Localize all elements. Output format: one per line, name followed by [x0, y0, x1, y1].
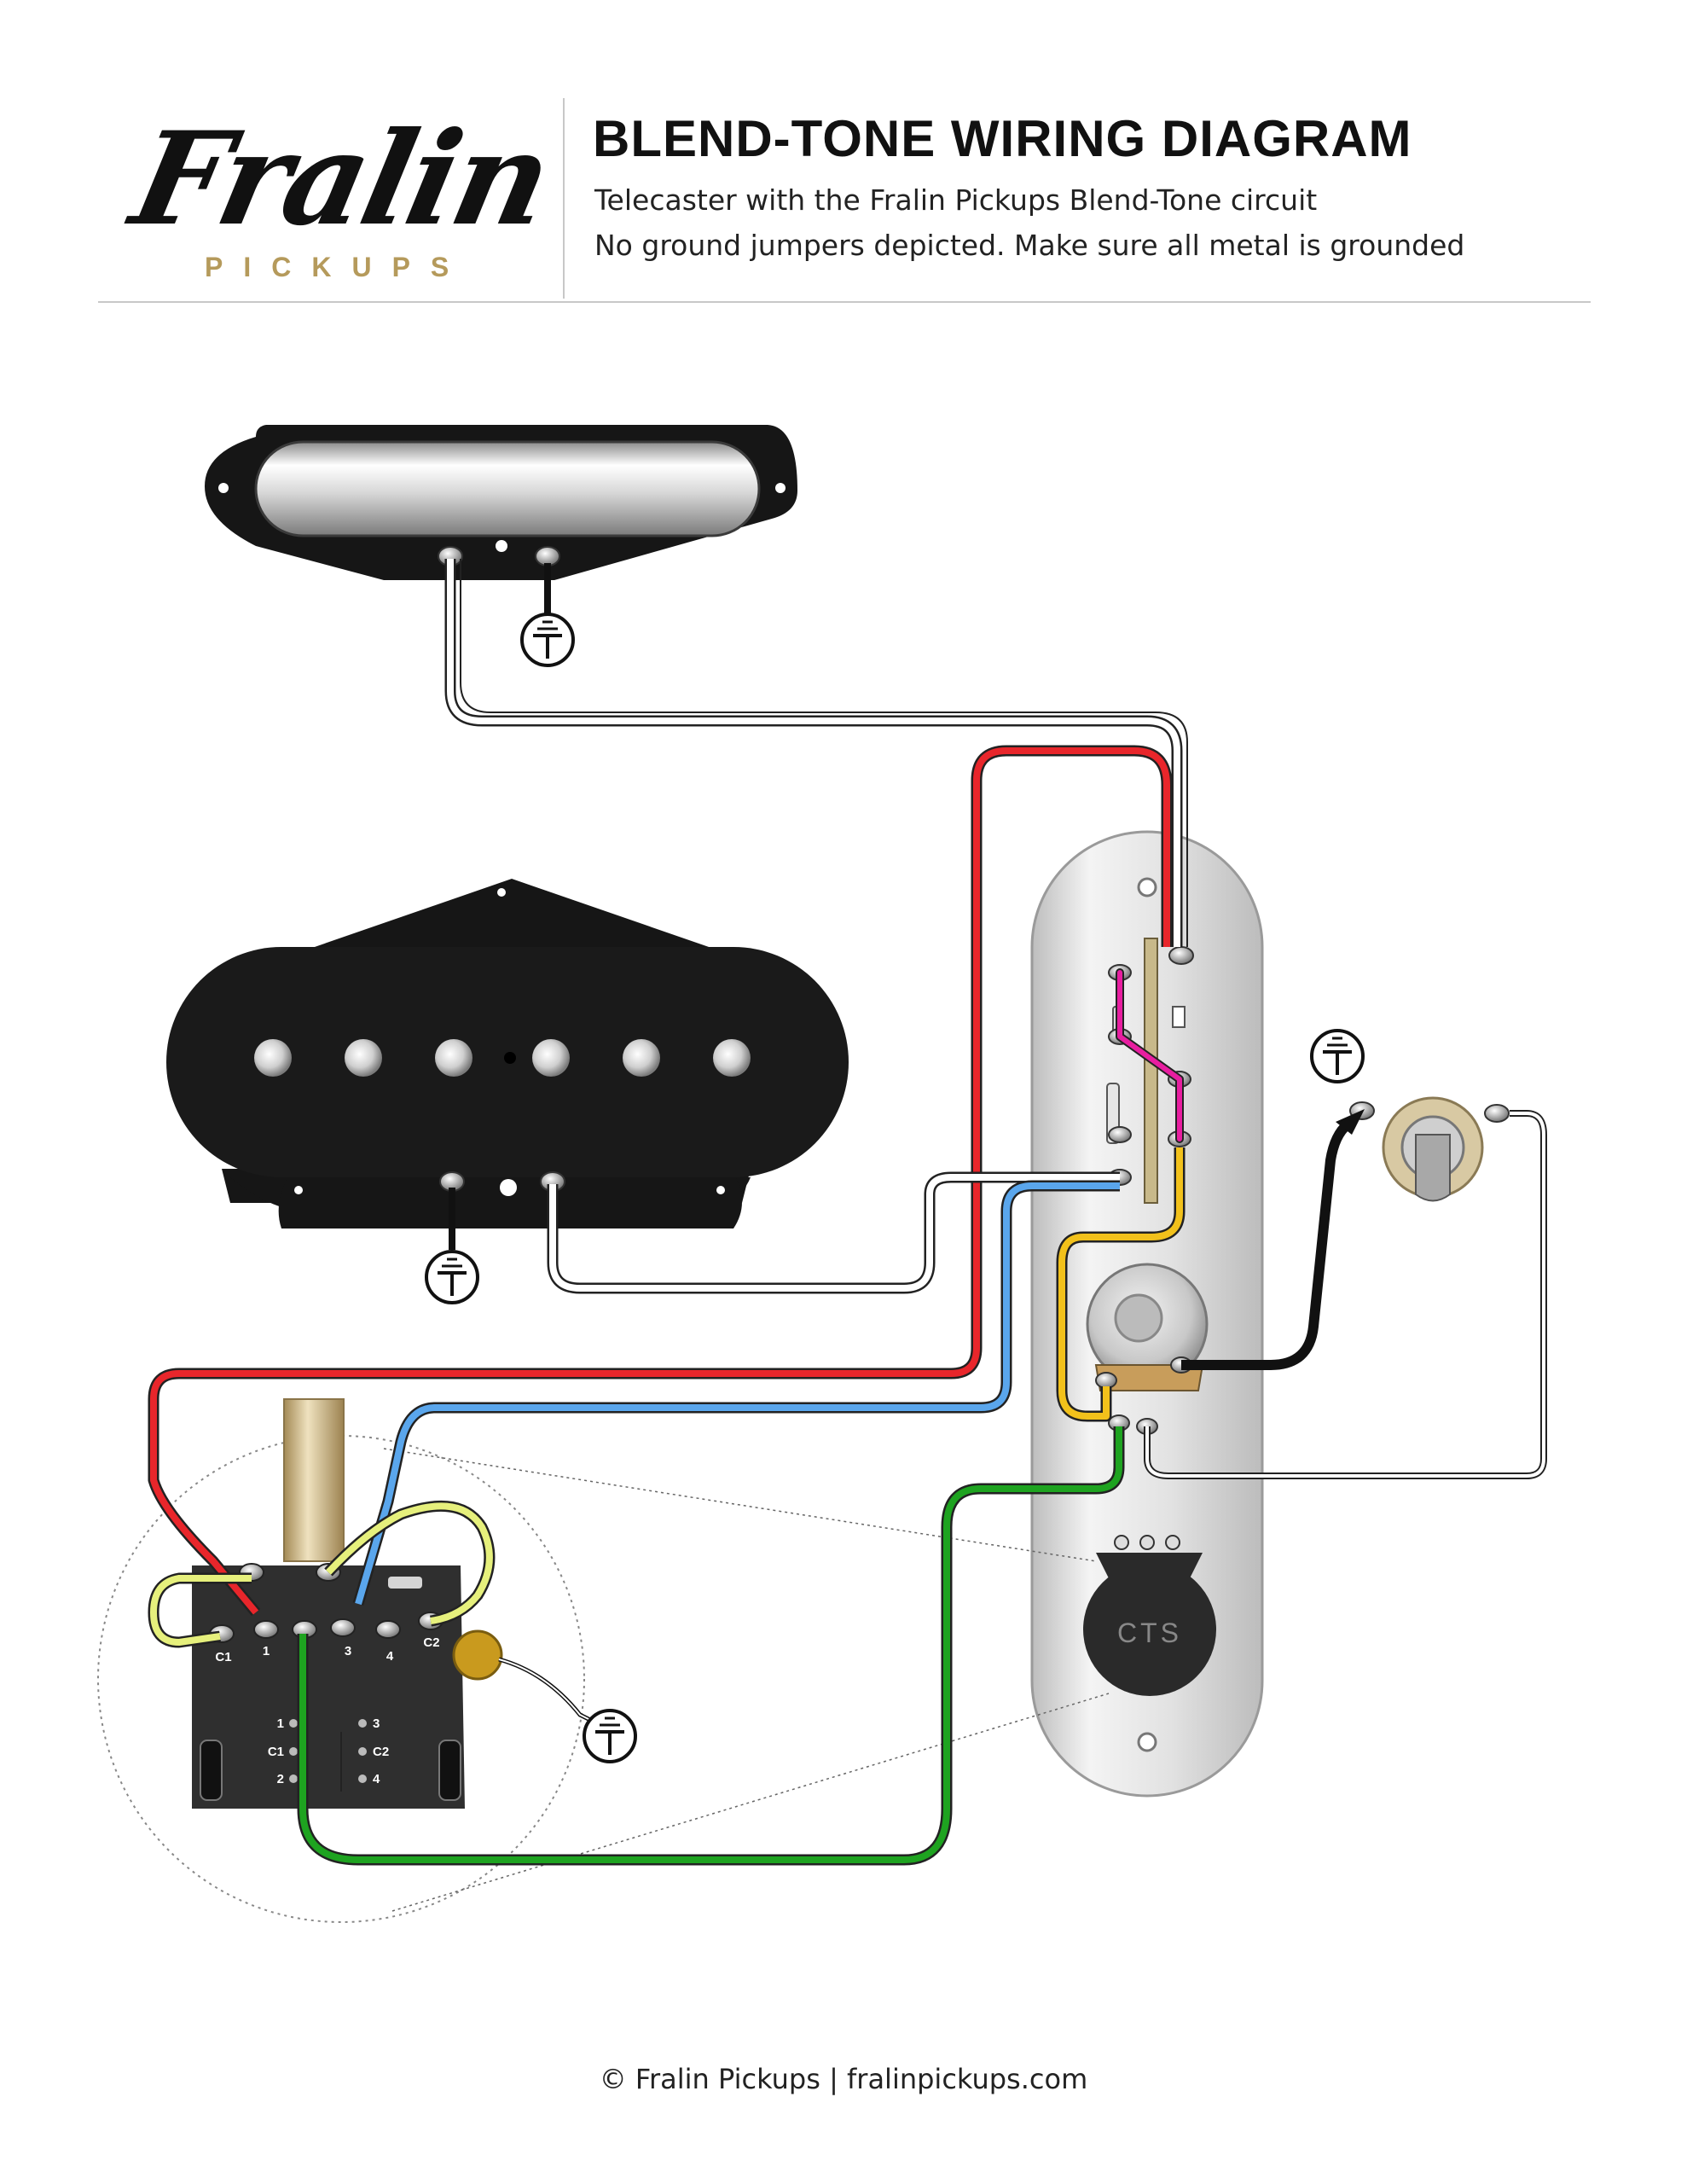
ground-return-wire: [1144, 1110, 1547, 1479]
blend-tone-pot: C1 1 3 4 C2 1 C1 2 3 C2 4: [97, 1398, 1110, 1923]
header: Fralin PICKUPS BLEND-TONE WIRING DIAGRAM…: [98, 94, 1591, 303]
blend-pot-body: [192, 1565, 465, 1809]
back-label-2: 2: [277, 1772, 284, 1786]
bridge-pickup: [166, 879, 849, 1228]
ground-symbol-bridge: [425, 1250, 479, 1304]
callout-line: [383, 1448, 1097, 1562]
blend-pot-shaft: [283, 1398, 345, 1562]
terminal-label-c1: C1: [215, 1650, 231, 1664]
back-label-3: 3: [373, 1716, 380, 1731]
pink-jumper-wire: [1117, 970, 1182, 1141]
neck-pickup-lug-right: [535, 546, 560, 566]
pole-piece: [623, 1039, 660, 1077]
back-label-c2: C2: [373, 1745, 389, 1759]
back-label-1: 1: [277, 1716, 284, 1731]
footer-credit: © Fralin Pickups | fralinpickups.com: [599, 2063, 1088, 2095]
lime-jumper-right: [324, 1500, 496, 1627]
switch-lug: [1108, 1126, 1132, 1143]
blend-pot-lug: [375, 1620, 401, 1639]
back-label-4: 4: [373, 1772, 380, 1786]
cts-pot-label: CTS: [1117, 1618, 1182, 1648]
neck-hot-wire: [444, 559, 1188, 947]
capacitor-lead: [498, 1657, 599, 1726]
blend-pot-tab: [200, 1740, 223, 1801]
ground-symbol-capacitor: [583, 1709, 637, 1763]
black-output-wire: [1181, 1109, 1365, 1370]
green-wire: [297, 1426, 1125, 1866]
blend-pot-tab: [438, 1740, 461, 1801]
jack-lug: [1484, 1104, 1510, 1123]
fralin-logo: Fralin PICKUPS: [120, 104, 561, 286]
plate-screw-hole: [1137, 1732, 1157, 1752]
blue-wire: [352, 1180, 1120, 1606]
pole-piece: [345, 1039, 382, 1077]
output-jack: [1349, 1096, 1510, 1202]
plate-screw-hole: [1137, 877, 1157, 897]
page-title: BLEND-TONE WIRING DIAGRAM: [593, 110, 1412, 167]
terminal-label-1: 1: [263, 1644, 270, 1658]
pole-piece: [532, 1039, 570, 1077]
neck-pickup: [205, 425, 797, 580]
subtitle-line-2: No ground jumpers depicted. Make sure al…: [594, 229, 1465, 262]
neck-pickup-chrome-cover: [254, 440, 761, 537]
ground-symbol-neck: [520, 613, 575, 667]
bridge-hot-wire: [547, 1171, 1120, 1294]
volume-pot-lug: [1095, 1372, 1117, 1389]
mount-hole: [497, 888, 506, 897]
capacitor-lead-core: [498, 1658, 598, 1724]
header-rule: [98, 301, 1591, 303]
logo-subtext: PICKUPS: [205, 252, 470, 282]
back-label-c1: C1: [268, 1745, 284, 1759]
three-way-switch: [1106, 938, 1194, 1204]
header-divider: [563, 98, 565, 299]
terminal-label-c2: C2: [423, 1635, 439, 1650]
pole-piece: [254, 1039, 292, 1077]
terminal-label-3: 3: [345, 1644, 351, 1658]
callout-line: [391, 1693, 1110, 1912]
back-terminal-markers: 1 C1 2 3 C2 4: [268, 1711, 389, 1792]
tone-capacitor: [452, 1629, 503, 1681]
mount-hole: [294, 1186, 303, 1194]
cts-pot-rear: CTS: [1083, 1535, 1216, 1696]
ground-symbol-jack: [1310, 1029, 1365, 1083]
lime-jumper-left: [148, 1572, 252, 1648]
pole-piece: [435, 1039, 472, 1077]
red-wire: [148, 745, 1173, 1617]
detail-callout-circle: [97, 1435, 585, 1923]
mount-hole: [775, 483, 786, 493]
pole-piece: [713, 1039, 751, 1077]
mount-hole: [218, 483, 229, 493]
subtitle-line-1: Telecaster with the Fralin Pickups Blend…: [594, 183, 1318, 217]
yellow-wire: [1056, 1147, 1186, 1422]
mount-hole: [716, 1186, 725, 1194]
switch-lug: [1168, 946, 1194, 965]
blend-pot-lug: [330, 1618, 356, 1637]
terminal-label-4: 4: [386, 1649, 394, 1664]
blend-pot-lug: [253, 1620, 279, 1639]
